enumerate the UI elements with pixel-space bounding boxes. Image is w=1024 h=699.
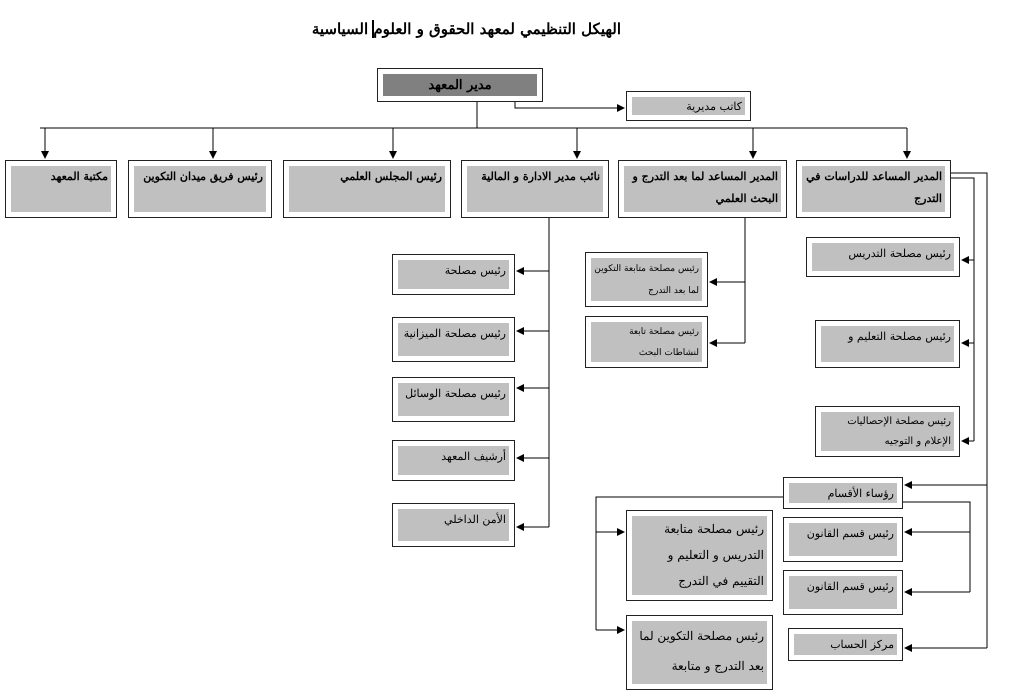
box-label: رئيس المجلس العلمي (289, 166, 445, 212)
box-label: المدير المساعد للدراسات في التدرج (802, 166, 945, 212)
admin-unit-box: الأمن الداخلي (392, 503, 515, 547)
department-box: رئيس قسم القانون (783, 570, 903, 615)
box-label: رئيس مصلحة التدريس (812, 243, 954, 271)
box-label: الأمن الداخلي (398, 509, 509, 541)
chart-title: الهيكل التنظيمي لمعهد الحقوق و العلوم ال… (311, 20, 621, 38)
admin-unit-box: أرشيف المعهد (392, 440, 515, 481)
box-label: رئيس مصلحة متابعة التدريس و التعليم و ال… (632, 516, 767, 595)
director-box: مدير المعهد (377, 68, 543, 102)
box-label: رئيس مصلحة متابعة التكوين لما بعد التدرج (591, 258, 702, 301)
admin-unit-box: رئيس مصلحة الميزانية (392, 317, 515, 362)
box-label: نائب مدير الادارة و المالية (467, 166, 603, 212)
box-label: كاتب مديرية (632, 97, 745, 115)
department-heads-box: رؤساء الأقسام (783, 477, 903, 509)
box-label: رئيس مصلحة تابعة لنشاطات البحث (591, 322, 702, 362)
box-label: أرشيف المعهد (398, 446, 509, 475)
box-label: رئيس قسم القانون (789, 576, 897, 609)
box-label: رئيس مصلحة التكوين لما بعد التدرج و متاب… (632, 621, 767, 684)
studies-unit-box: رئيس مصلحة التعليم و (815, 320, 960, 368)
box-label: مركز الحساب (794, 634, 897, 655)
box-label: مدير المعهد (383, 74, 537, 96)
admin-unit-box: رئيس مصلحة (392, 254, 515, 295)
computing-center-box: مركز الحساب (788, 628, 903, 661)
scientific-council-box: رئيس المجلس العلمي (283, 160, 451, 218)
library-box: مكتبة المعهد (5, 160, 117, 218)
box-label: رئيس فريق ميدان التكوين (134, 166, 266, 212)
box-label: المدير المساعد لما بعد التدرج و البحث ال… (624, 166, 781, 212)
dept-service-box: رئيس مصلحة التكوين لما بعد التدرج و متاب… (626, 615, 773, 690)
postgrad-unit-box: رئيس مصلحة متابعة التكوين لما بعد التدرج (585, 252, 708, 307)
training-team-box: رئيس فريق ميدان التكوين (128, 160, 272, 218)
postgrad-unit-box: رئيس مصلحة تابعة لنشاطات البحث (585, 316, 708, 368)
postgrad-director-box: المدير المساعد لما بعد التدرج و البحث ال… (618, 160, 787, 218)
admin-unit-box: رئيس مصلحة الوسائل (392, 377, 515, 422)
box-label: رئيس قسم القانون (789, 523, 897, 556)
admin-finance-box: نائب مدير الادارة و المالية (461, 160, 609, 218)
box-label: رئيس مصلحة (398, 260, 509, 289)
box-label: رئيس مصلحة الميزانية (398, 323, 509, 356)
department-box: رئيس قسم القانون (783, 517, 903, 562)
studies-unit-box: رئيس مصلحة الإحصاليات الإعلام و التوجيه (815, 406, 960, 457)
box-label: رؤساء الأقسام (789, 483, 897, 503)
studies-unit-box: رئيس مصلحة التدريس (806, 237, 960, 277)
dept-service-box: رئيس مصلحة متابعة التدريس و التعليم و ال… (626, 510, 773, 601)
box-label: رئيس مصلحة الإحصاليات الإعلام و التوجيه (821, 412, 954, 451)
secretary-box: كاتب مديرية (626, 91, 751, 121)
box-label: مكتبة المعهد (11, 166, 111, 212)
box-label: رئيس مصلحة الوسائل (398, 383, 509, 416)
box-label: رئيس مصلحة التعليم و (821, 326, 954, 362)
studies-director-box: المدير المساعد للدراسات في التدرج (796, 160, 951, 218)
